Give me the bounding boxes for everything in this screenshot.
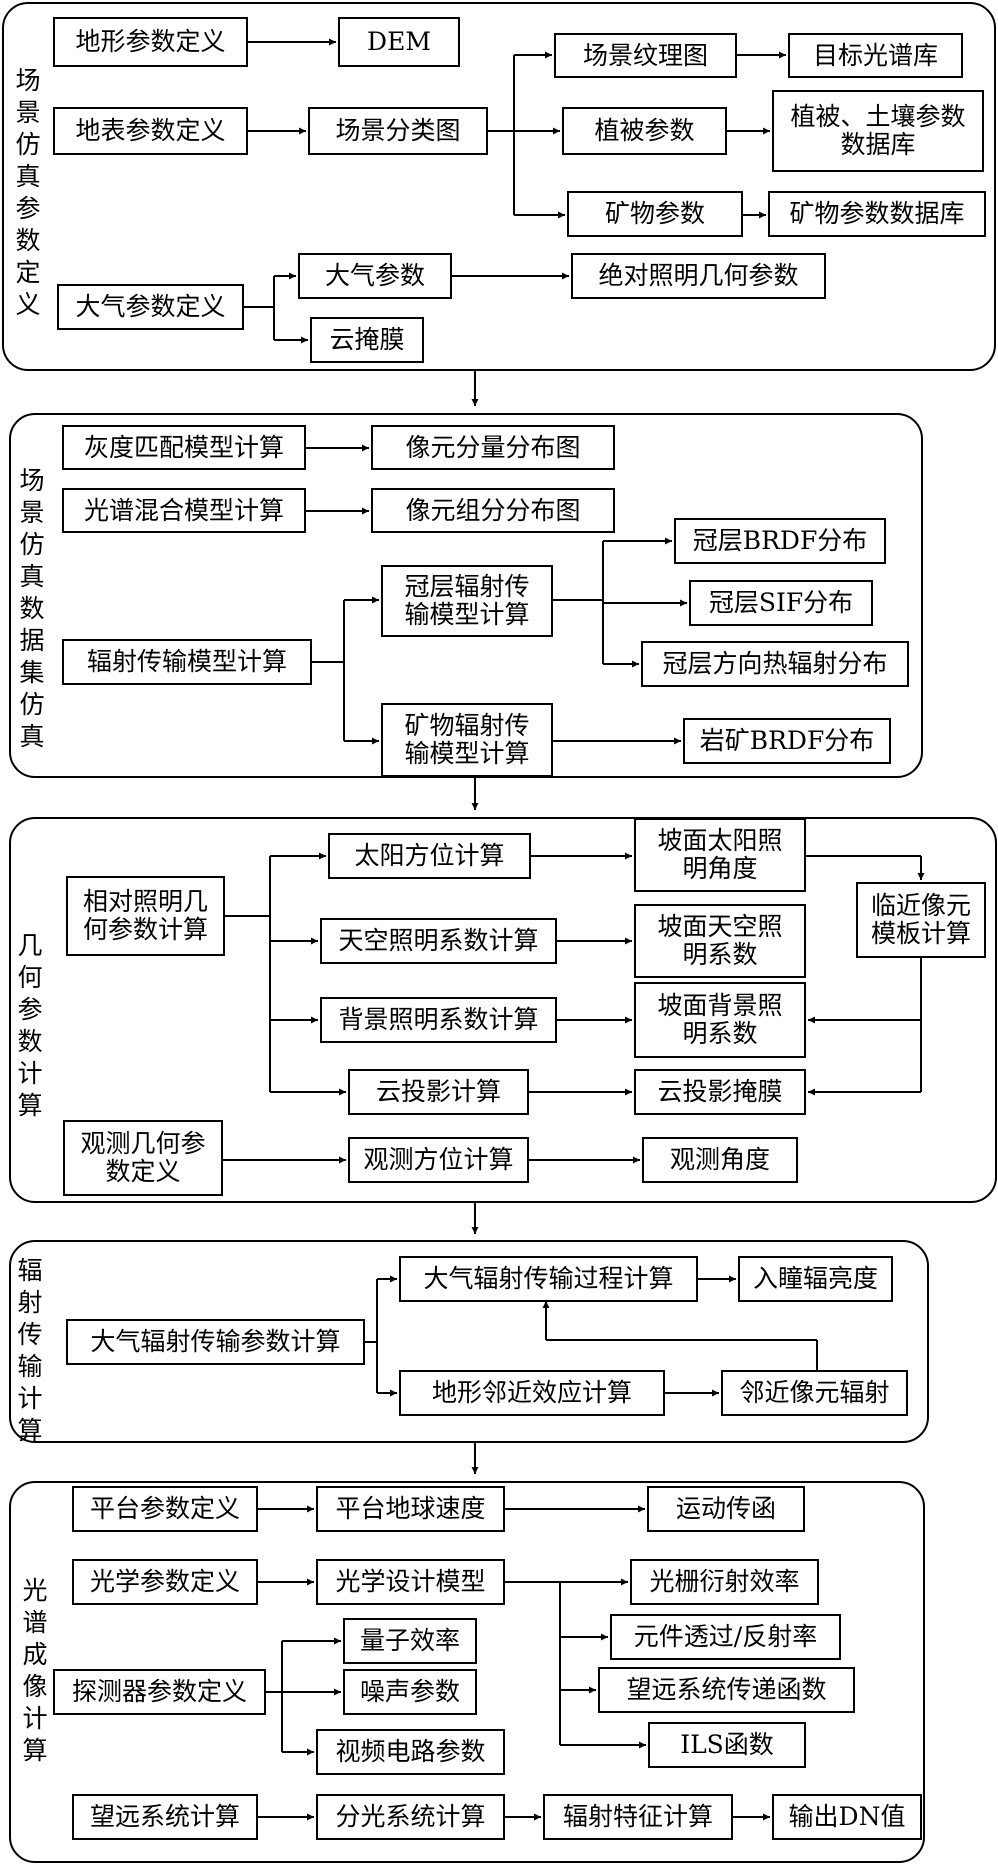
node-obs-angle: 观测角度 bbox=[642, 1137, 798, 1183]
node-telescope-mtf: 望远系统传递函数 bbox=[598, 1667, 855, 1713]
node-slope-sun: 坡面太阳照明角度 bbox=[634, 818, 806, 892]
node-rel-illum: 相对照明几何参数计算 bbox=[66, 876, 225, 956]
node-output-dn: 输出DN值 bbox=[772, 1794, 922, 1840]
section-radiative-transfer bbox=[9, 1240, 929, 1443]
node-spectral-mix: 光谱混合模型计算 bbox=[62, 488, 306, 533]
section-title-geometry-calc: 几何参数计算 bbox=[17, 931, 43, 1120]
node-detector-def: 探测器参数定义 bbox=[53, 1669, 266, 1715]
node-noise: 噪声参数 bbox=[343, 1669, 477, 1715]
node-sky-illum: 天空照明系数计算 bbox=[320, 918, 557, 964]
node-target-spectral-lib: 目标光谱库 bbox=[788, 33, 963, 78]
node-atmo-rt-process: 大气辐射传输过程计算 bbox=[399, 1256, 698, 1302]
node-surface-def: 地表参数定义 bbox=[53, 107, 248, 155]
node-telescope-calc: 望远系统计算 bbox=[72, 1794, 258, 1840]
section-geometry-calc bbox=[9, 817, 997, 1203]
node-rock-brdf: 岩矿BRDF分布 bbox=[683, 718, 891, 764]
node-obs-az: 观测方位计算 bbox=[348, 1137, 529, 1183]
node-obs-geo-def: 观测几何参数定义 bbox=[63, 1120, 223, 1196]
node-bg-illum: 背景照明系数计算 bbox=[320, 997, 557, 1043]
node-motion-mtf: 运动传函 bbox=[647, 1486, 805, 1532]
node-dem: DEM bbox=[338, 17, 460, 67]
section-scene-dataset-sim bbox=[9, 413, 923, 778]
node-atmo-rt-params: 大气辐射传输参数计算 bbox=[66, 1319, 365, 1365]
node-cloud-mask: 云掩膜 bbox=[310, 317, 424, 363]
node-canopy-rt: 冠层辐射传输模型计算 bbox=[381, 565, 553, 637]
node-rad-feature: 辐射特征计算 bbox=[543, 1794, 733, 1840]
section-title-scene-param-def: 场景仿真参数定义 bbox=[15, 66, 41, 319]
section-scene-param-def bbox=[2, 2, 996, 371]
node-optical-design: 光学设计模型 bbox=[316, 1559, 505, 1605]
node-platform-def: 平台参数定义 bbox=[72, 1486, 258, 1532]
node-platform-speed: 平台地球速度 bbox=[316, 1486, 505, 1532]
node-scene-texture: 场景纹理图 bbox=[554, 33, 737, 78]
node-qe: 量子效率 bbox=[343, 1618, 477, 1664]
node-entrance-radiance: 入瞳辐亮度 bbox=[738, 1256, 893, 1302]
node-veg-params: 植被参数 bbox=[562, 107, 727, 155]
node-pixel-group-map: 像元组分分布图 bbox=[371, 488, 615, 533]
section-title-spectral-imaging: 光谱成像计算 bbox=[22, 1576, 48, 1765]
section-title-scene-dataset-sim: 场景仿真数据集仿真 bbox=[19, 466, 45, 751]
node-video-circuit: 视频电路参数 bbox=[316, 1729, 505, 1775]
node-neighbor-template: 临近像元模板计算 bbox=[856, 882, 986, 958]
node-mineral-params: 矿物参数 bbox=[567, 191, 743, 237]
node-pixel-component-map: 像元分量分布图 bbox=[371, 425, 615, 470]
node-terrain-adj: 地形邻近效应计算 bbox=[399, 1370, 665, 1416]
node-slope-bg: 坡面背景照明系数 bbox=[634, 982, 806, 1058]
node-terrain-def: 地形参数定义 bbox=[53, 17, 248, 67]
node-rt-model: 辐射传输模型计算 bbox=[62, 639, 312, 685]
node-mineral-rt: 矿物辐射传输模型计算 bbox=[381, 703, 553, 777]
node-cloud-proj-mask: 云投影掩膜 bbox=[634, 1069, 806, 1115]
section-title-radiative-transfer: 辐射传输计算 bbox=[17, 1256, 43, 1445]
node-optical-def: 光学参数定义 bbox=[72, 1559, 258, 1605]
node-veg-soil-db: 植被、土壤参数数据库 bbox=[772, 90, 984, 172]
node-mineral-db: 矿物参数数据库 bbox=[768, 191, 986, 237]
node-cloud-proj: 云投影计算 bbox=[348, 1069, 529, 1115]
node-abs-illum-geo: 绝对照明几何参数 bbox=[571, 253, 826, 299]
node-gray-match: 灰度匹配模型计算 bbox=[62, 425, 306, 470]
node-element-trans: 元件透过/反射率 bbox=[610, 1614, 841, 1660]
node-neighbor-rad: 邻近像元辐射 bbox=[721, 1370, 908, 1416]
node-ils: ILS函数 bbox=[648, 1722, 806, 1768]
section-spectral-imaging bbox=[9, 1481, 925, 1863]
node-spectro-calc: 分光系统计算 bbox=[316, 1794, 505, 1840]
node-slope-sky: 坡面天空照明系数 bbox=[634, 904, 806, 978]
node-canopy-brdf: 冠层BRDF分布 bbox=[674, 518, 886, 564]
node-grating-eff: 光栅衍射效率 bbox=[630, 1559, 819, 1605]
node-atmo-def: 大气参数定义 bbox=[57, 284, 244, 330]
node-atmo-params: 大气参数 bbox=[298, 253, 452, 299]
node-canopy-thermal: 冠层方向热辐射分布 bbox=[641, 641, 909, 687]
node-canopy-sif: 冠层SIF分布 bbox=[689, 580, 873, 626]
node-scene-class: 场景分类图 bbox=[308, 107, 488, 155]
node-sun-az: 太阳方位计算 bbox=[328, 833, 531, 879]
